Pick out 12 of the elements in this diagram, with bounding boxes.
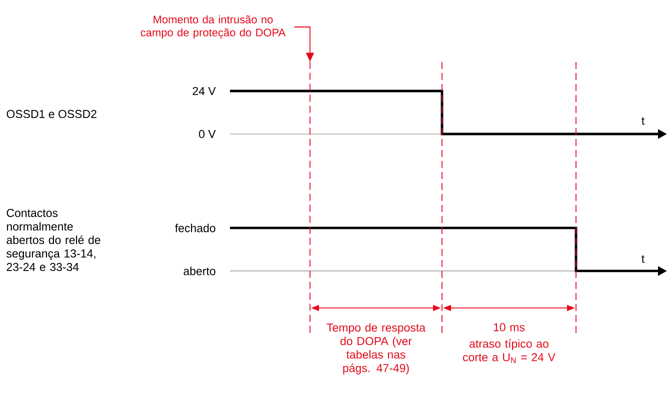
signal-label: 24 V <box>192 86 216 95</box>
axis-label: t <box>642 117 644 125</box>
annotation-text: 10 ms <box>494 323 525 332</box>
signal-label: aberto <box>184 266 216 276</box>
signal-label: 0 V <box>199 130 216 138</box>
callout-text: Momento da intrusão no campo de proteção do DOPA <box>140 15 286 39</box>
annotation-text: atraso típico ao corte a U$_{N}$ = 24 V <box>463 339 556 363</box>
signal-label: Contactos normalmente abertos do relé de segurança 13-14, 23-24 e 33-34 <box>6 208 100 272</box>
annotation-text: Tempo de resposta do DOPA (ver tabelas nas págs. 47-49) <box>326 323 426 374</box>
signal-label: fechado <box>175 224 216 232</box>
signal-label: OSSD1 e OSSD2 <box>6 110 96 118</box>
axis-label: t <box>642 255 644 263</box>
